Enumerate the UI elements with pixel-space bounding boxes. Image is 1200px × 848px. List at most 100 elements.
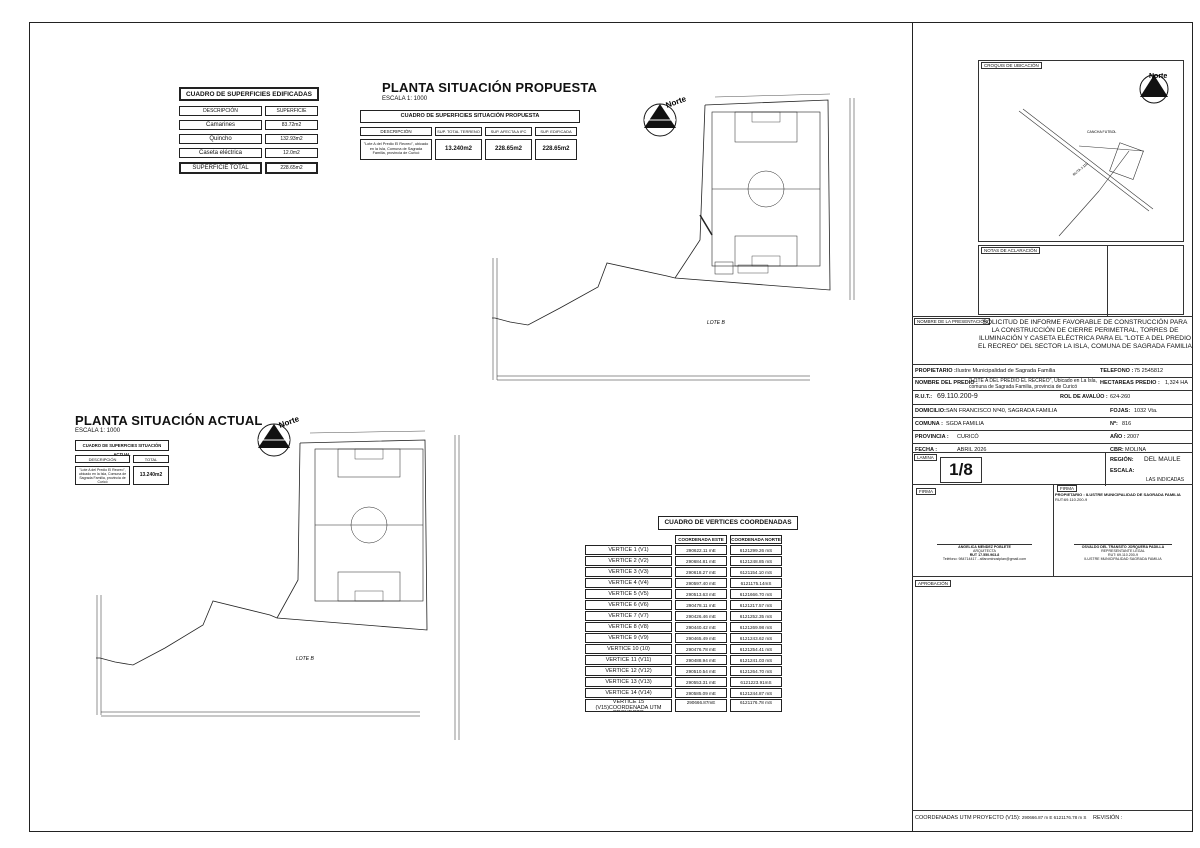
sketch-north: Norte xyxy=(1149,73,1167,80)
phone-label: TELEFONO : xyxy=(1100,368,1134,374)
cbr-value: MOLINA xyxy=(1125,447,1147,453)
architect-contact: Teléfono: 984714417 - alfarominostplan@g… xyxy=(942,557,1027,561)
vertex-name: VERTICE 9 (V9) xyxy=(585,633,672,643)
property-label: NOMBRE DEL PREDIO : xyxy=(915,380,978,386)
fojas-label: FOJAS: xyxy=(1110,408,1131,414)
vertex-name: VERTICE 10 (10) xyxy=(585,644,672,654)
vertex-east: 290666.87mE xyxy=(675,699,727,712)
sketch-label-road: RUTA J-110 xyxy=(1072,162,1089,177)
rut-value: 69.110.200-9 xyxy=(937,393,978,400)
vertex-east: 290597.40 mE xyxy=(675,578,727,588)
north-label: Norte xyxy=(665,94,688,110)
coords-label: COORDENADAS UTM PROYECTO (V15): xyxy=(915,815,1021,821)
vertex-name: VERTICE 7 (V7) xyxy=(585,611,672,621)
vertex-east: 290478.11 mE xyxy=(675,600,727,610)
vertices-title: CUADRO DE VERTICES COORDENADAS xyxy=(658,516,798,530)
built-row-desc: Quincho xyxy=(179,134,262,144)
vertex-east: 290618.27 mE xyxy=(675,567,727,577)
location-label: CROQUIS DE UBICACIÓN xyxy=(981,62,1042,69)
fojas-value: 1032 Vta. xyxy=(1134,408,1158,414)
vertex-name: VERTICE 5 (V5) xyxy=(585,589,672,599)
year-label: AÑO : xyxy=(1110,434,1126,440)
lamina-row: LAMINA 1/8 REGIÓN: DEL MAULE ESCALA: LAS… xyxy=(912,452,1193,486)
vertex-east: 290510.54 mE xyxy=(675,666,727,676)
presentation-label: NOMBRE DE LA PRESENTACIÓN xyxy=(914,318,991,325)
region-value: DEL MAULE xyxy=(1144,456,1181,463)
vertex-name: VERTICE 13 (V13) xyxy=(585,677,672,687)
rol-value: 624-260 xyxy=(1110,394,1131,400)
vertex-north: 6121223.91mS xyxy=(730,677,782,687)
vertex-north: 6121241.03 mS xyxy=(730,655,782,665)
current-header: TOTAL xyxy=(133,455,169,463)
current-site xyxy=(96,430,460,740)
owner-row: PROPIETARIO : Ilustre Municipalidad de S… xyxy=(912,364,1193,377)
vertex-east: 290426.46 mE xyxy=(675,611,727,621)
proposed-value: 228.65m2 xyxy=(535,139,577,160)
architect-name: ANGELICA MENDEZ POBLETE xyxy=(958,545,1011,549)
presentation-text: SOLICITUD DE INFORME FAVORABLE DE CONSTR… xyxy=(978,319,1192,350)
firma2-label: FIRMA xyxy=(1057,485,1077,492)
date-row: FECHA : ABRIL 2026 CBR: MOLINA xyxy=(912,443,1193,456)
revision-label: REVISIÓN : xyxy=(1093,815,1123,821)
vertices-table: COORDENADA ESTE COORDENADA NORTE VERTICE… xyxy=(585,535,782,712)
vertices-header-north: COORDENADA NORTE xyxy=(730,535,782,544)
built-row-desc: Camarines xyxy=(179,120,262,130)
vertex-name: VERTICE 6 (V6) xyxy=(585,600,672,610)
vertex-east: 290622.11 mE xyxy=(675,545,727,555)
escala-label: ESCALA: xyxy=(1110,468,1135,474)
architect-signature: ANGELICA MENDEZ POBLETE ARQUITECTA RUT 1… xyxy=(937,544,1032,561)
approval-label: APROBACIÓN xyxy=(915,580,952,587)
vertex-east: 290585.09 mE xyxy=(675,688,727,698)
vertex-north: 6121154.10 mS xyxy=(730,567,782,577)
vertex-name: VERTICE 12 (V12) xyxy=(585,666,672,676)
title-block xyxy=(912,22,1193,832)
current-plan-title: PLANTA SITUACIÓN ACTUAL xyxy=(75,413,263,428)
vertex-name: VERTICE 11 (V11) xyxy=(585,655,672,665)
vertex-north: 6121244.87 mS xyxy=(730,688,782,698)
representative-role: REPRESENTANTE LEGAL xyxy=(1101,549,1145,553)
provincia-label: PROVINCIA : xyxy=(915,434,949,440)
approval-divider xyxy=(912,810,1193,811)
proposed-site xyxy=(492,93,855,381)
proposed-header: SUP. AFECTA A IFC xyxy=(485,127,532,136)
proposed-plan-title: PLANTA SITUACIÓN PROPUESTA xyxy=(382,80,598,95)
address-row: DOMICILIO: SAN FRANCISCO Nº40, SAGRADA F… xyxy=(912,404,1193,417)
proposed-plan-scale: ESCALA 1: 1000 xyxy=(382,96,428,102)
north-label: Norte xyxy=(278,414,301,430)
vertex-north: 6121176.78 mS xyxy=(730,699,782,712)
vertex-north: 6121248.85 mS xyxy=(730,556,782,566)
built-areas-table: CUADRO DE SUPERFICIES EDIFICADAS DESCRIP… xyxy=(179,87,319,174)
proposed-description: "Lote A del Predio El Recreo", ubicado e… xyxy=(360,139,432,160)
vertex-east: 290476.78 mE xyxy=(675,644,727,654)
sketch-label-field: CANCHA FUTBOL xyxy=(1087,130,1116,134)
proposed-header: DESCRIPCIÓN xyxy=(360,127,432,136)
hectares-value: 1,324 HA xyxy=(1165,380,1188,386)
proposed-value: 13.240m2 xyxy=(435,139,482,160)
provincia-value: CURICÓ xyxy=(957,434,979,440)
num-value: 816 xyxy=(1122,421,1132,427)
vertex-north: 6121254.41 mS xyxy=(730,644,782,654)
lote-b-label: LOTE B xyxy=(296,656,314,662)
representative-extra: ILUSTRE MUNICIPALIDAD SAGRADA FAMILIA xyxy=(1084,557,1162,561)
signature-area: FIRMA FIRMA PROPIETARIO : ILUSTRE MUNICI… xyxy=(912,485,1193,577)
rut-label: R.U.T.: xyxy=(915,394,933,400)
notes-box: NOTAS DE ACLARACIÓN xyxy=(978,245,1184,316)
vertex-north: 6121217.57 mS xyxy=(730,600,782,610)
representative-rut: RUT: 69.110.200-9 xyxy=(1108,553,1138,557)
proposed-surface-table: CUADRO DE SUPERFICIES SITUACIÓN PROPUEST… xyxy=(360,110,580,160)
provincia-row: PROVINCIA : CURICÓ AÑO : 2007 xyxy=(912,430,1193,443)
coords-footer: COORDENADAS UTM PROYECTO (V15): 290666.8… xyxy=(915,815,1086,821)
vertex-name: VERTICE 4 (V4) xyxy=(585,578,672,588)
owner-signature-rut: RUT:69.110.200-9 xyxy=(1055,497,1088,502)
vertex-north: 6121666.70 mS xyxy=(730,589,782,599)
lamina-label: LAMINA xyxy=(914,454,937,461)
